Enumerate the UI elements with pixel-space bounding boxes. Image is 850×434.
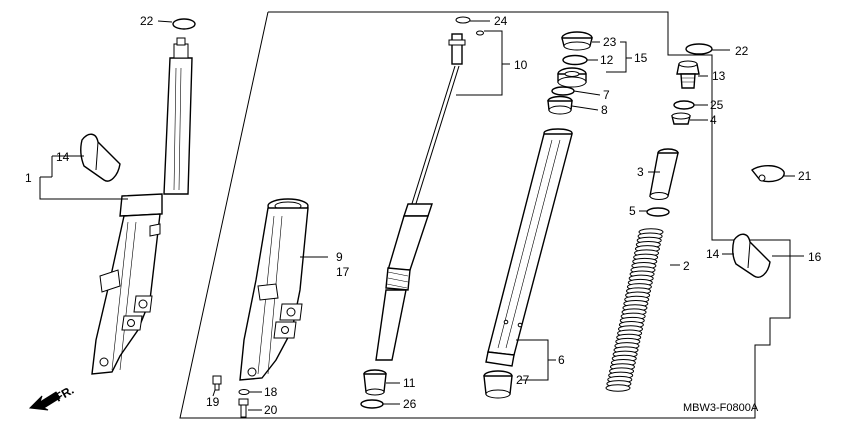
fork-cap-bolt-part[interactable] (676, 60, 700, 89)
callout-26: 26 (403, 397, 417, 411)
callout-8: 8 (601, 103, 608, 117)
spring-seat-part[interactable] (646, 207, 670, 217)
washer-26-part[interactable] (360, 399, 384, 409)
o-ring-25-part[interactable] (673, 100, 695, 110)
sealing-washer-part[interactable] (238, 389, 250, 395)
callout-23: 23 (603, 35, 617, 49)
circlip-22-right-part[interactable] (685, 43, 713, 55)
callout-22-left: 22 (140, 14, 154, 28)
fork-pipe-part[interactable] (485, 128, 573, 367)
o-ring-24-part[interactable] (455, 16, 471, 24)
o-ring-small-part[interactable] (476, 30, 484, 36)
callout-3: 3 (637, 165, 644, 179)
fork-protector-left-part[interactable] (79, 133, 121, 182)
callout-1: 1 (25, 171, 32, 185)
callout-27: 27 (516, 373, 530, 387)
callout-5: 5 (629, 204, 636, 218)
fork-assembly-part[interactable] (91, 37, 193, 375)
callout-21: 21 (798, 169, 812, 183)
guide-bushing-part[interactable] (547, 95, 573, 115)
callout-25: 25 (710, 98, 724, 112)
callout-10: 10 (514, 58, 528, 72)
spring-coil (605, 384, 631, 392)
callout-14-right: 14 (706, 247, 720, 261)
drain-bolt-part[interactable] (212, 375, 222, 391)
slider-bushing-part[interactable] (483, 370, 513, 399)
fork-slider-part[interactable] (239, 198, 309, 381)
callout-14-left: 14 (56, 150, 70, 164)
oil-lock-piece-part[interactable] (363, 369, 387, 396)
socket-bolt-part[interactable] (238, 398, 249, 418)
callout-7: 7 (603, 88, 610, 102)
damper-rod-assembly-part[interactable] (375, 33, 466, 361)
assembly-frame (179, 11, 791, 419)
circlip-22-left-part[interactable] (172, 18, 196, 30)
dust-seal-part[interactable] (561, 31, 593, 51)
callout-17: 17 (336, 265, 350, 279)
callout-4: 4 (710, 113, 717, 127)
callout-20: 20 (264, 403, 278, 417)
leader-lines (39, 20, 804, 411)
callout-2: 2 (683, 259, 690, 273)
back-up-ring-part[interactable] (551, 86, 575, 96)
callout-13: 13 (712, 69, 726, 83)
front-direction-arrow-icon (28, 391, 61, 411)
callout-6: 6 (558, 353, 565, 367)
callout-19: 19 (206, 395, 220, 409)
nut-4-part[interactable] (671, 112, 691, 125)
fork-clip-part[interactable] (751, 165, 785, 183)
callout-24: 24 (494, 14, 508, 28)
diagram-code: MBW3-F0800A (683, 402, 759, 414)
callout-11: 11 (403, 376, 416, 390)
callout-9: 9 (336, 250, 343, 264)
callout-16: 16 (808, 250, 822, 264)
spring-collar-part[interactable] (649, 148, 679, 200)
callout-12: 12 (600, 53, 614, 67)
front-indicator-label: FR. (53, 383, 77, 405)
fork-protector-right-part[interactable] (731, 233, 771, 278)
stopper-ring-part[interactable] (562, 54, 588, 66)
callout-18: 18 (264, 385, 278, 399)
callout-15: 15 (634, 51, 648, 65)
callout-22-right: 22 (735, 44, 749, 58)
fork-spring-part[interactable] (605, 228, 664, 392)
oil-seal-part[interactable] (557, 67, 587, 88)
